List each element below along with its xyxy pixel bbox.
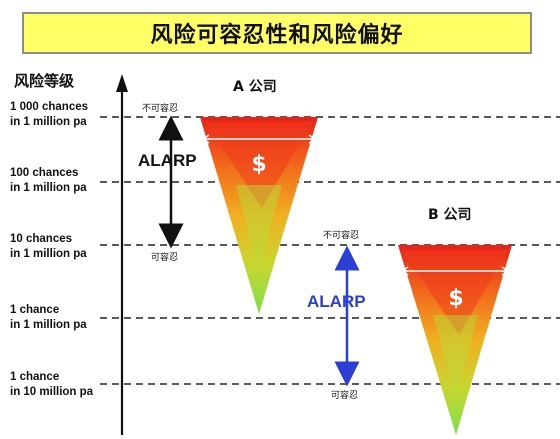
cone-b-dollar: $ (448, 286, 463, 311)
company-b-alarp: ALARP (307, 292, 366, 311)
y-axis-arrowhead (116, 74, 128, 92)
company-b-tolerable: 可容忍 (331, 391, 359, 401)
cone-a (200, 117, 318, 314)
company-b-label: B 公司 (428, 207, 472, 223)
company-a-intolerable: 不可容忍 (142, 104, 179, 114)
company-a-label: A 公司 (233, 79, 277, 95)
cone-a-dollar: $ (251, 152, 266, 177)
page-title: 风险可容忍性和风险偏好 (22, 12, 532, 54)
company-a-tolerable: 可容忍 (151, 253, 179, 263)
cone-b (398, 245, 512, 435)
company-b-intolerable: 不可容忍 (323, 231, 360, 241)
company-a-alarp: ALARP (138, 151, 197, 170)
axis-title: 风险等级 (14, 72, 75, 90)
